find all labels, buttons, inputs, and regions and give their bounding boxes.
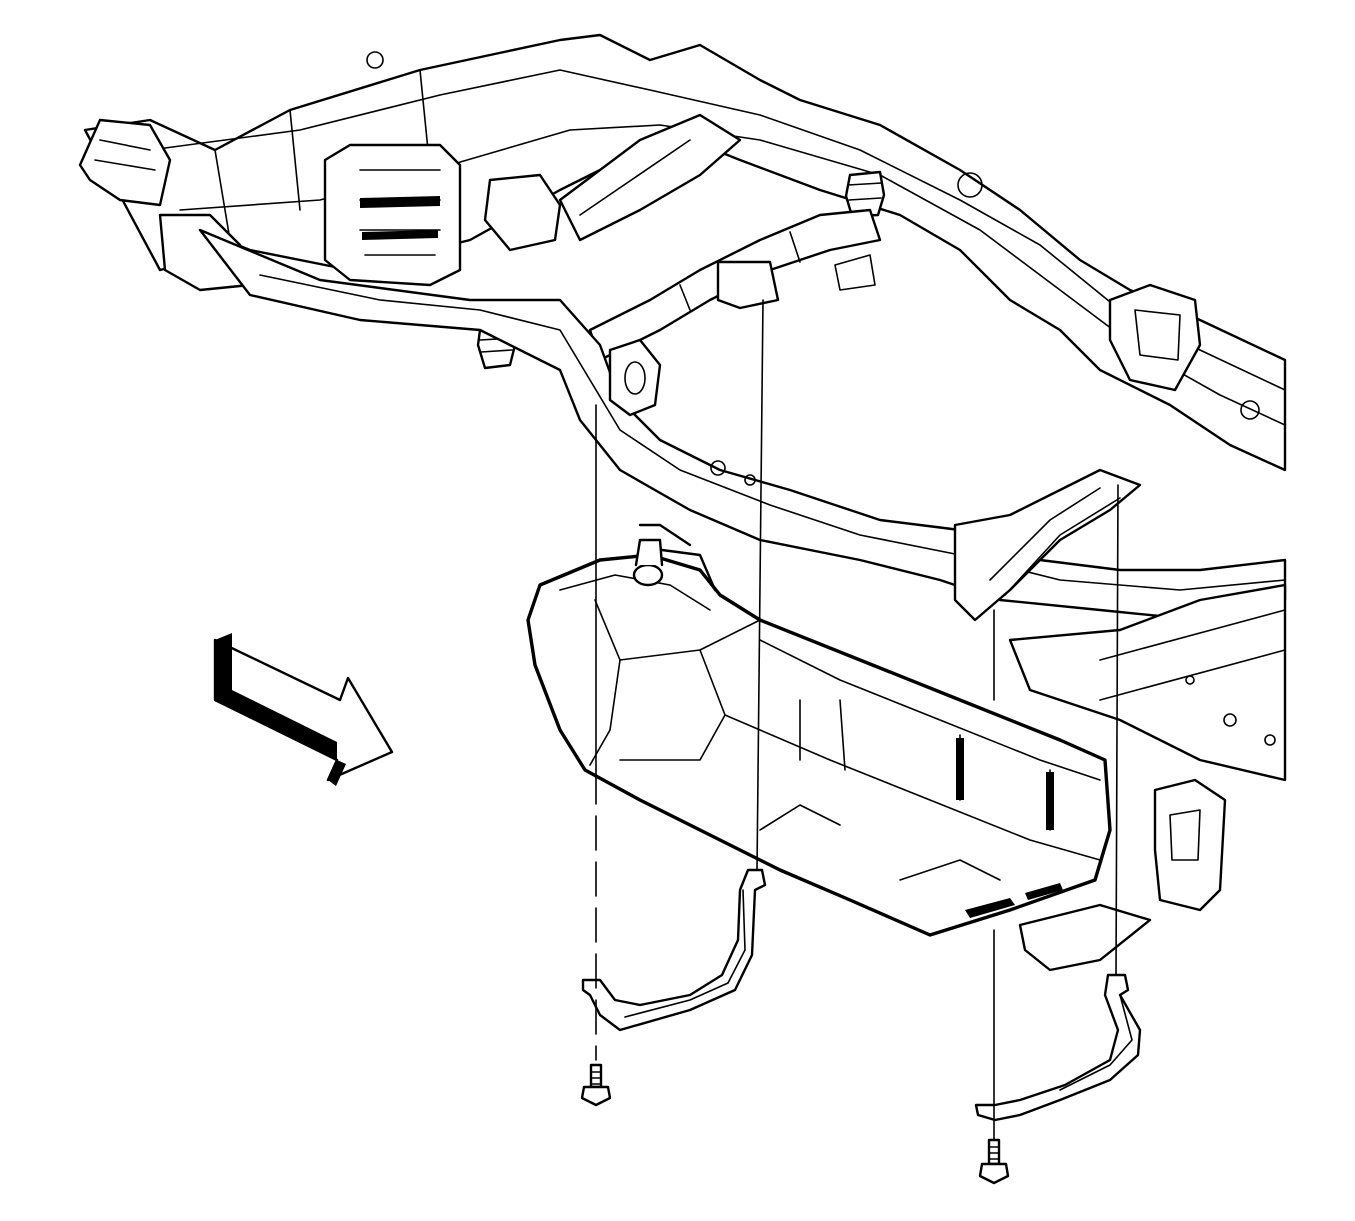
strap-bolt-rear	[978, 1138, 1010, 1185]
fuel-tank	[526, 523, 1112, 937]
fuel-tank-strap-rear	[974, 973, 1142, 1122]
fuel-tank-strap-front	[581, 868, 767, 1032]
vehicle-frame	[78, 33, 1287, 782]
jounce-bumper-right	[844, 170, 886, 218]
alignment-lines	[595, 299, 1119, 1141]
strap-bolt-front	[580, 1063, 612, 1107]
rear-bracket	[1018, 778, 1227, 972]
front-of-vehicle-arrow-icon	[213, 633, 394, 786]
